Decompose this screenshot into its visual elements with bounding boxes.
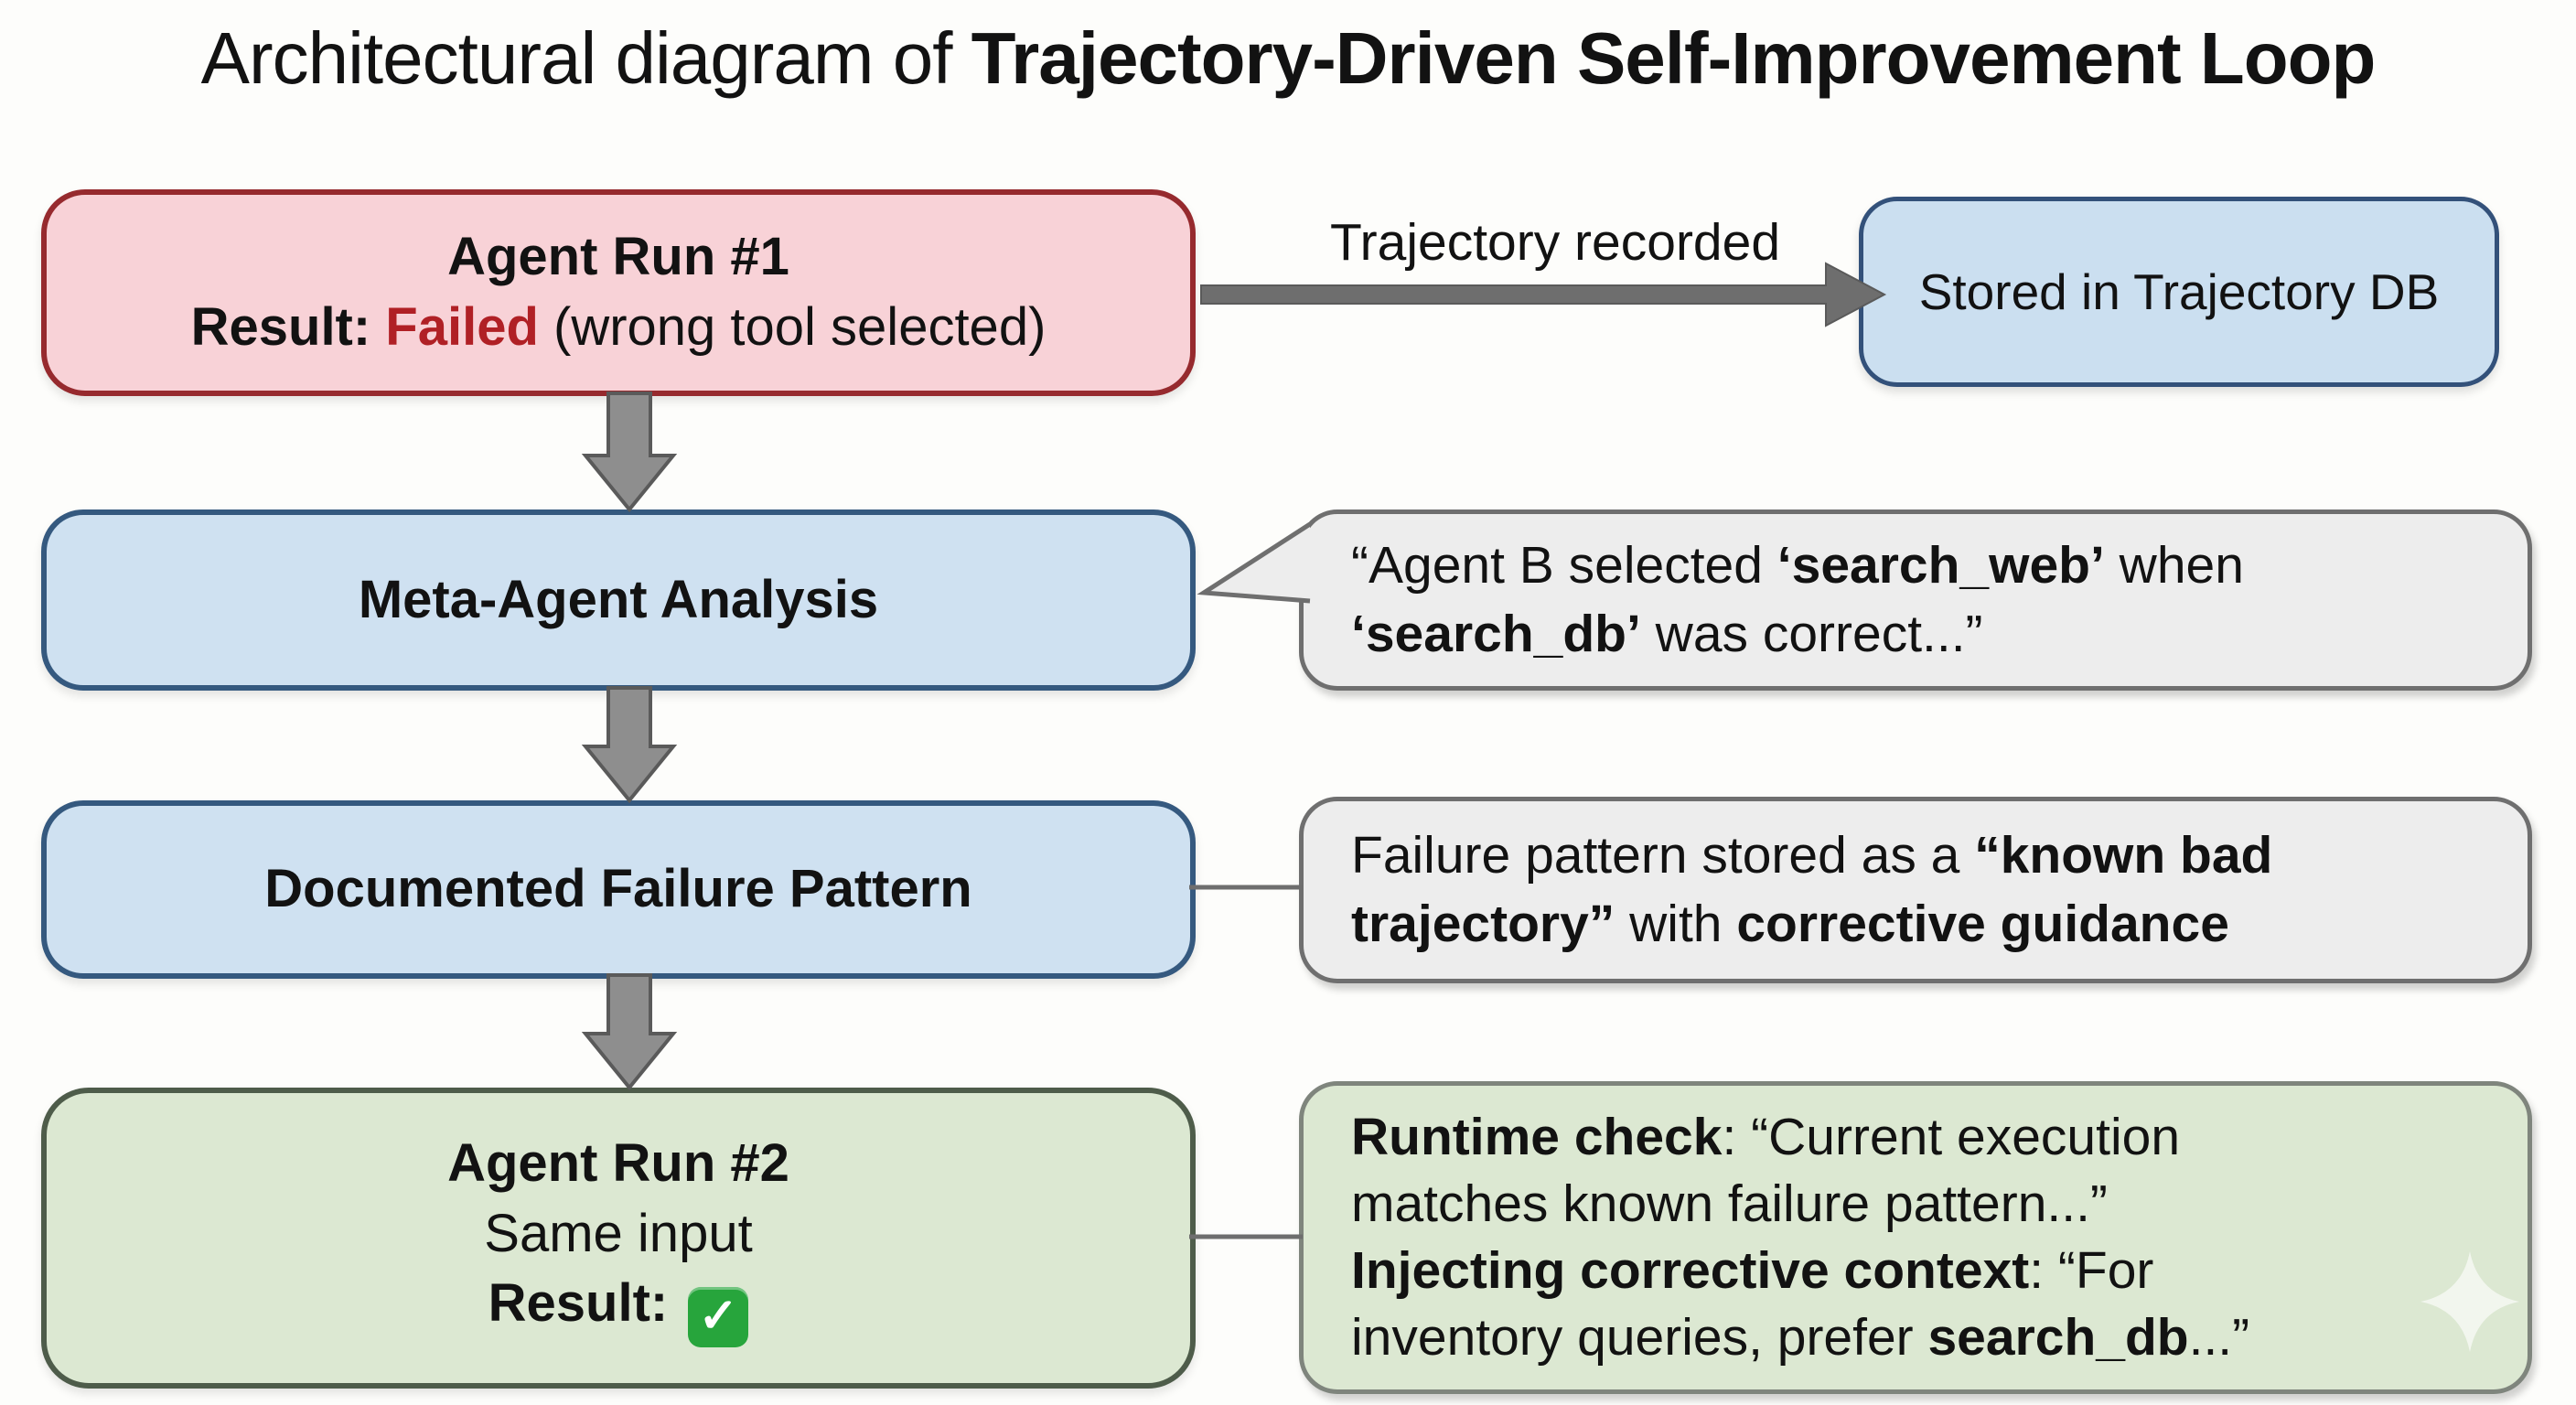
trajectory-recorded-label: Trajectory recorded <box>1329 213 1781 272</box>
documented-failure-pattern-text: Documented Failure Pattern <box>264 859 972 919</box>
meta-agent-analysis-box: Meta-Agent Analysis <box>41 509 1196 691</box>
meta-agent-analysis-text: Meta-Agent Analysis <box>358 569 879 629</box>
down-arrow-run1-to-meta <box>581 391 678 513</box>
meta-analysis-speech-bubble: “Agent B selected ‘search_web’ when‘sear… <box>1299 509 2532 691</box>
speech-bubble-tail <box>1204 524 1310 601</box>
meta-analysis-speech-text: “Agent B selected ‘search_web’ when‘sear… <box>1351 535 2244 663</box>
success-check-icon: ✓ <box>688 1286 749 1347</box>
down-arrow-pattern-to-run2 <box>581 973 678 1091</box>
stored-trajectory-db-text: Stored in Trajectory DB <box>1918 263 2440 320</box>
trajectory-recorded-arrow <box>1200 262 1887 327</box>
documented-failure-pattern-box: Documented Failure Pattern <box>41 800 1196 979</box>
diagram-title: Architectural diagram of Trajectory-Driv… <box>200 17 2377 99</box>
stored-trajectory-db-box: Stored in Trajectory DB <box>1859 197 2499 387</box>
speech-bubble-tail-edge <box>1197 521 1312 604</box>
down-arrow-meta-to-pattern <box>581 686 678 804</box>
